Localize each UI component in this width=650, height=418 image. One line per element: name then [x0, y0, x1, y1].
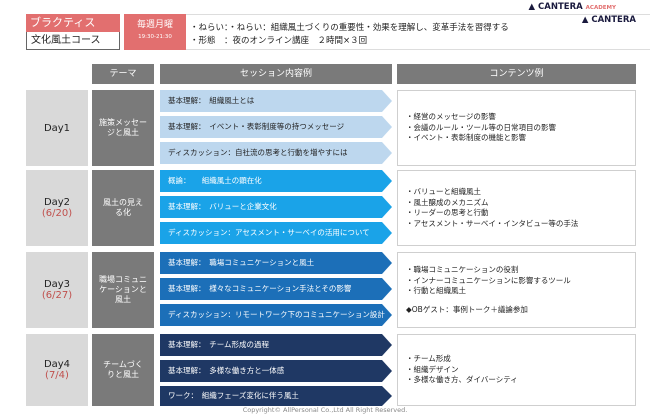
day2-session-1: 概論： 組織風土の顕在化: [160, 170, 392, 192]
day-date: (6/20): [41, 208, 73, 219]
content-item: ・チーム形成: [406, 354, 451, 364]
day4-theme: チームづくりと風土: [92, 334, 154, 406]
content-item: ・リーダーの思考と行動: [406, 208, 489, 217]
logo-cantera: ▲ CANTERA: [582, 15, 636, 25]
content-item: ・行動と組織風土: [406, 286, 466, 295]
logo-cantera-academy: ▲ CANTERA ACADEMY: [529, 2, 616, 12]
day3-contents: ・職場コミュニケーションの役割 ・インナーコミュニケーションに影響するツール ・…: [397, 252, 636, 328]
day1-contents: ・経営のメッセージの影響 ・会議のルール・ツール等の日常項目の影響 ・イベント・…: [397, 90, 636, 166]
day-label: Day3: [43, 279, 71, 290]
course-title: ブラクティス: [26, 14, 120, 32]
logo-second-text: CANTERA: [591, 15, 636, 25]
day1-session-2: 基本理解： イベント・表彰制度等の持つメッセージ: [160, 116, 392, 138]
content-item: ・職場コミュニケーションの役割: [406, 265, 519, 274]
day2-session-3: ディスカッション：アセスメント・サーベイの活用について: [160, 222, 392, 244]
column-header-content: コンテンツ例: [397, 64, 636, 84]
format-text: ・形態 ：夜のオンライン講座 ２時間×３回: [190, 36, 368, 46]
course-subtitle: 文化風土コース: [26, 32, 120, 50]
schedule-badge: 毎週月曜 19:30-21:30: [124, 14, 186, 50]
logo-main-text: CANTERA: [538, 2, 583, 12]
day1-cell: Day1: [26, 90, 88, 166]
day2-contents: ・バリューと組織風土 ・風土醸成のメカニズム ・リーダーの思考と行動 ・アセスメ…: [397, 170, 636, 246]
column-header-theme: テーマ: [92, 64, 154, 84]
content-item: ・インナーコミュニケーションに影響するツール: [406, 275, 571, 285]
badge-time: 19:30-21:30: [138, 34, 172, 40]
day1-session-3: ディスカッション：自社流の思考と行動を増やすには: [160, 142, 392, 164]
content-item: ・経営のメッセージの影響: [406, 112, 496, 122]
day-label: Day2: [43, 197, 71, 208]
theme-label: 施策メッセージと風土: [99, 118, 147, 137]
theme-label: 風土の見える化: [103, 198, 143, 217]
day4-session-2: 基本理解： 多様な働き方と一体感: [160, 360, 392, 382]
badge-day: 毎週月曜: [136, 20, 173, 30]
day-label: Day4: [43, 359, 71, 370]
content-item: ・イベント・表彰制度の機能と影響: [406, 133, 526, 143]
day4-session-3: ワーク： 組織フェーズ変化に伴う風土: [160, 386, 392, 406]
content-item: ・アセスメント・サーベイ・インタビュー等の手法: [406, 218, 579, 228]
day3-session-2: 基本理解： 様々なコミュニケーション手法とその影響: [160, 278, 392, 300]
content-item: ・風土醸成のメカニズム: [406, 197, 489, 207]
day2-cell: Day2 (6/20): [26, 170, 88, 246]
day3-session-1: 基本理解： 職場コミュニケーションと風土: [160, 252, 392, 274]
logo-accent-text: ACADEMY: [585, 5, 616, 11]
copyright-footer: Copyright© AllPersonal Co.,Ltd All Right…: [242, 406, 408, 414]
goal-text: ・ねらい：・ねらい：組織風土づくりの重要性・効果を理解し、変革手法を習得する: [190, 23, 509, 33]
column-header-session: セッション内容例: [160, 64, 392, 84]
goal-frame: [186, 14, 650, 50]
day4-session-1: 基本理解： チーム形成の過程: [160, 334, 392, 356]
content-spacer: [406, 297, 635, 305]
content-item-guest: ◆OBゲスト：事例トーク＋議論参加: [406, 304, 528, 314]
theme-label: 職場コミュニケーションと風土: [99, 275, 147, 304]
day3-theme: 職場コミュニケーションと風土: [92, 252, 154, 328]
day3-session-3: ディスカッション：リモートワーク下のコミュニケーション設計: [160, 304, 392, 326]
day2-session-2: 基本理解： バリューと企業文化: [160, 196, 392, 218]
day4-cell: Day4 (7/4): [26, 334, 88, 406]
content-item: ・組織デザイン: [406, 364, 459, 374]
day1-session-1: 基本理解： 組織風土とは: [160, 90, 392, 112]
day1-theme: 施策メッセージと風土: [92, 90, 154, 166]
content-item: ・多様な働き方、ダイバーシティ: [406, 375, 518, 385]
day2-theme: 風土の見える化: [92, 170, 154, 246]
day4-contents: ・チーム形成 ・組織デザイン ・多様な働き方、ダイバーシティ: [397, 334, 636, 406]
logo-mark-icon: ▲: [581, 15, 589, 25]
logo-mark-icon: ▲: [528, 2, 536, 12]
day-date: (6/27): [41, 290, 73, 301]
day-date: (7/4): [45, 370, 69, 381]
day3-cell: Day3 (6/27): [26, 252, 88, 328]
content-item: ・会議のルール・ツール等の日常項目の影響: [406, 122, 556, 132]
day-label: Day1: [43, 122, 71, 134]
theme-label: チームづくりと風土: [103, 360, 143, 379]
content-item: ・バリューと組織風土: [406, 187, 481, 196]
